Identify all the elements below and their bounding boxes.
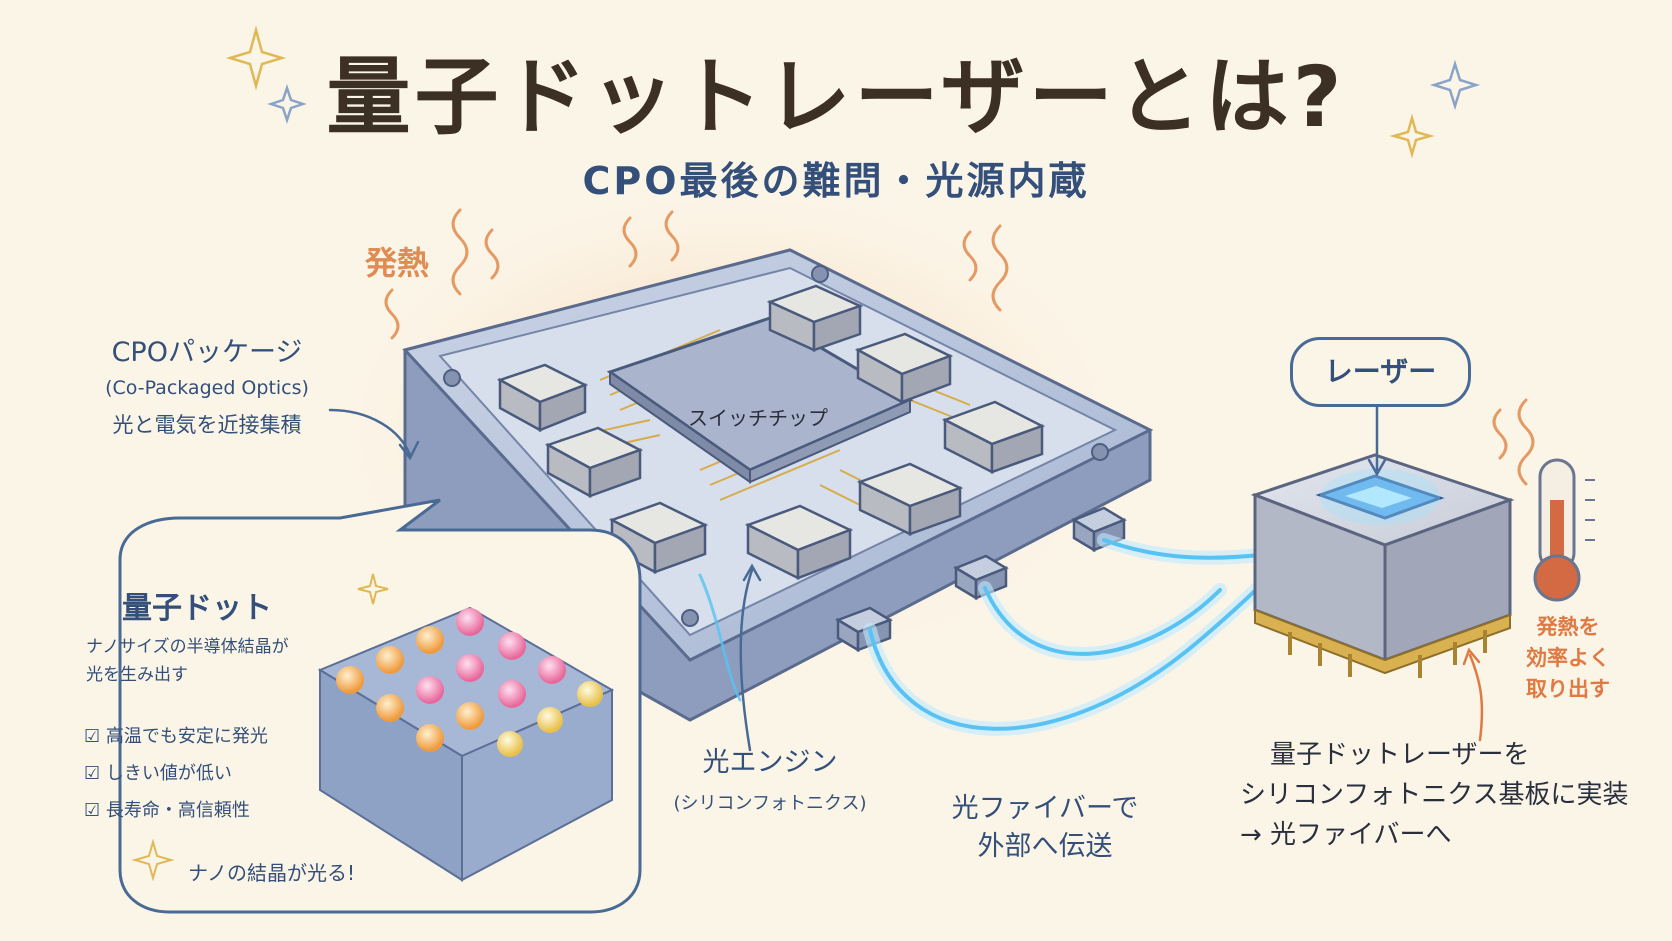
sparkle-icon: [225, 25, 1435, 159]
switch-chip-label: スイッチチップ: [688, 406, 828, 430]
heat-removal-line3: 取り出す: [1526, 677, 1610, 701]
mount-line1: 量子ドットレーザーを: [1270, 740, 1530, 770]
check-item: ☑ 高温でも安定に発光: [84, 726, 268, 747]
check-icon: ☑: [84, 763, 106, 784]
fiber-label: 光ファイバーで 外部へ伝送: [935, 790, 1155, 866]
check-icon: ☑: [84, 800, 106, 821]
mount-line3: → 光ファイバーへ: [1240, 820, 1452, 850]
fiber-label-line2: 外部へ伝送: [977, 831, 1113, 862]
mount-description: 量子ドットレーザーを シリコンフォトニクス基板に実装 → 光ファイバーへ: [1240, 735, 1628, 855]
sparkle-icon: [131, 573, 389, 882]
sparkle-icon: [267, 59, 1481, 124]
fiber-label-line1: 光ファイバーで: [951, 793, 1139, 824]
cpo-package-name: CPOパッケージ: [111, 337, 303, 368]
mount-line2: シリコンフォトニクス基板に実装: [1240, 780, 1629, 810]
optical-engine-sub: (シリコンフォトニクス): [673, 793, 867, 814]
heat-removal-line2: 効率よく: [1526, 646, 1610, 670]
laser-label: レーザー: [1290, 337, 1471, 407]
cpo-package-desc: 光と電気を近接集積: [112, 413, 302, 437]
quantum-dot-checklist: ☑ 高温でも安定に発光 ☑ しきい値が低い ☑ 長寿命・高信頼性: [84, 718, 268, 829]
pointer-arrow: [328, 403, 1387, 752]
quantum-dot-title: 量子ドット: [122, 591, 272, 626]
mounting-hole: [443, 265, 1109, 627]
heat-wave-icon: [384, 208, 1535, 486]
heat-removal-label: 発熱を 効率よく 取り出す: [1508, 612, 1628, 705]
quantum-dot-desc-line1: ナノサイズの半導体結晶が: [86, 637, 289, 657]
laser-module: [1250, 453, 1515, 678]
cpo-package-full: (Co-Packaged Optics): [105, 377, 309, 399]
pointer-arrow: [1462, 647, 1484, 742]
heat-label: 発熱: [365, 244, 430, 282]
quantum-dot-footer: ナノの結晶が光る!: [188, 861, 356, 885]
quantum-dot-desc-line2: 光を生み出す: [86, 665, 188, 685]
page-title: 量子ドットレーザーとは?: [326, 48, 1346, 146]
optical-engine-label: 光エンジン (シリコンフォトニクス): [665, 740, 875, 815]
optical-engine-name: 光エンジン: [702, 747, 838, 778]
quantum-dot-grid: [317, 606, 615, 882]
check-icon: ☑: [84, 726, 106, 747]
thermometer-icon: [1533, 458, 1595, 602]
check-item: ☑ しきい値が低い: [84, 763, 232, 784]
page-subtitle: CPO最後の難問・光源内蔵: [582, 159, 1090, 203]
check-item: ☑ 長寿命・高信頼性: [84, 800, 250, 821]
optical-engine-module: [496, 284, 1046, 581]
cpo-package-label: CPOパッケージ (Co-Packaged Optics) 光と電気を近接集積: [82, 330, 332, 439]
quantum-dot-desc: ナノサイズの半導体結晶が 光を生み出す: [86, 633, 289, 689]
heat-removal-line1: 発熱を: [1536, 615, 1600, 639]
